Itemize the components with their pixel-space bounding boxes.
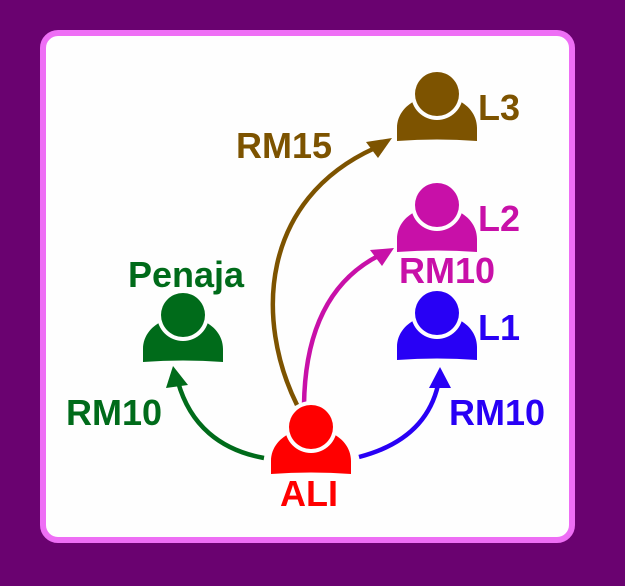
edge-amount-l1: RM10 <box>449 392 545 433</box>
arrow-ali-to-penaja <box>166 366 265 461</box>
arrow-ali-to-l3 <box>270 138 392 406</box>
arrowhead-l3 <box>366 138 392 158</box>
node-l2: L2 <box>397 179 520 252</box>
person-icon <box>143 289 223 362</box>
person-icon <box>397 68 477 141</box>
edge-amount-l2: RM10 <box>399 250 495 291</box>
person-icon <box>397 179 477 252</box>
person-icon <box>397 287 477 360</box>
edge-amount-l3: RM15 <box>236 125 332 166</box>
person-icon <box>271 401 351 474</box>
arrowhead-l2 <box>370 248 394 266</box>
node-label-penaja: Penaja <box>128 254 245 295</box>
node-label-l3: L3 <box>478 87 520 128</box>
edge-amount-penaja: RM10 <box>66 392 162 433</box>
person-head <box>415 291 459 335</box>
node-l3: L3 <box>397 68 520 141</box>
node-label-l1: L1 <box>478 307 520 348</box>
arrowhead-l1 <box>429 367 451 388</box>
node-l1: L1 <box>397 287 520 360</box>
node-penaja: Penaja <box>128 254 245 362</box>
node-label-ali: ALI <box>280 473 338 514</box>
node-ali: ALI <box>271 401 351 514</box>
person-head <box>161 293 205 337</box>
arrowhead-penaja <box>166 366 188 388</box>
arrow-ali-to-l2 <box>301 248 394 406</box>
person-head <box>289 405 333 449</box>
person-head <box>415 72 459 116</box>
node-label-l2: L2 <box>478 198 520 239</box>
arrow-ali-to-l1 <box>358 367 451 460</box>
person-head <box>415 183 459 227</box>
